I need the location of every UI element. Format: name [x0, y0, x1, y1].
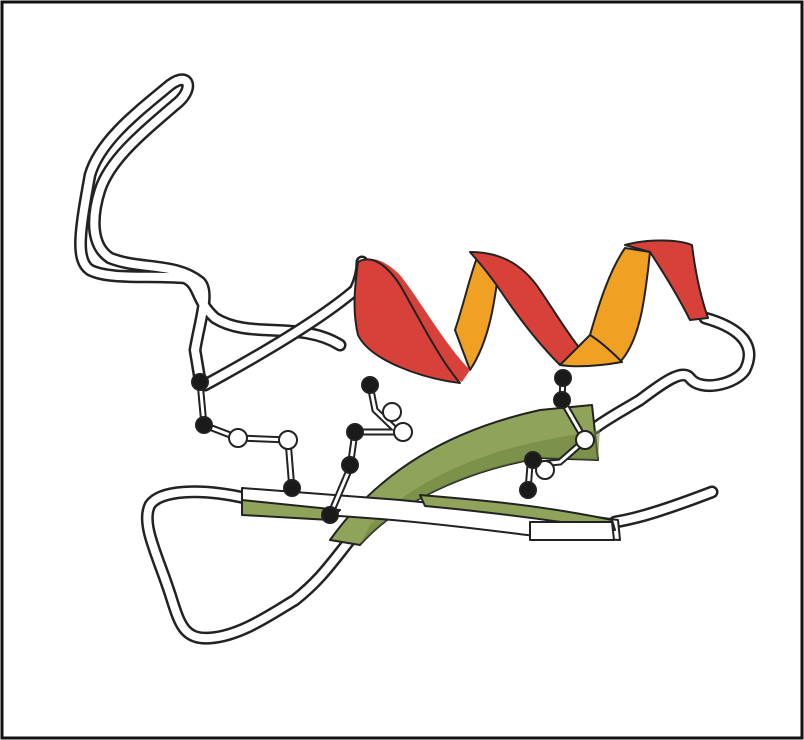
carbon-atom	[196, 417, 212, 433]
carbon-atom	[192, 374, 208, 390]
sulfur-atom	[229, 429, 247, 447]
carbon-atom	[525, 452, 541, 468]
carbon-atom	[554, 392, 570, 408]
sulfur-atom	[394, 423, 412, 441]
carbon-atom	[322, 507, 338, 523]
sulfur-atom	[576, 431, 594, 449]
sulfur-atom	[279, 431, 297, 449]
sulfur-atom	[383, 403, 401, 421]
carbon-atom	[284, 480, 300, 496]
carbon-atom	[362, 377, 378, 393]
carbon-atom	[347, 424, 363, 440]
carbon-atom	[342, 457, 358, 473]
carbon-atom	[555, 370, 571, 386]
carbon-atom	[520, 482, 536, 498]
